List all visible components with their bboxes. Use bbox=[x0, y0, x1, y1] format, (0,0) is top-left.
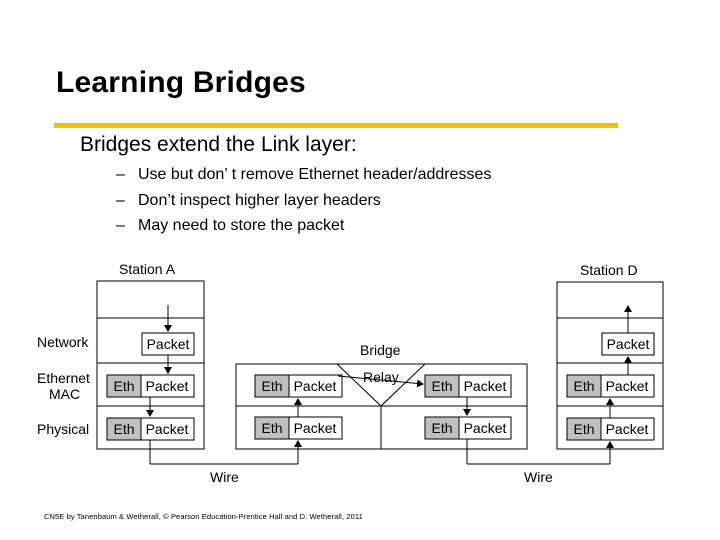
packet-label: Packet bbox=[147, 336, 190, 352]
bridge-left-mac-frame: Eth Packet bbox=[254, 374, 343, 398]
packet-label: Packet bbox=[606, 378, 649, 394]
station-d-phy-frame: Eth Packet bbox=[566, 417, 655, 441]
slide-title: Learning Bridges bbox=[56, 66, 306, 99]
flow-arrows bbox=[146, 305, 632, 465]
eth-label: Eth bbox=[431, 378, 452, 394]
station-a-label: Station A bbox=[119, 261, 176, 277]
packet-boxes: Packet Eth Packet Eth Packet Eth Packet … bbox=[106, 332, 655, 441]
packet-label: Packet bbox=[146, 378, 189, 394]
layer-label-ethernet: Ethernet bbox=[37, 370, 90, 386]
packet-label: Packet bbox=[607, 336, 650, 352]
station-d-label: Station D bbox=[580, 262, 638, 278]
eth-label: Eth bbox=[261, 378, 282, 394]
sub-bullet-text: Use but don’ t remove Ethernet header/ad… bbox=[138, 166, 492, 183]
layer-label-network: Network bbox=[37, 334, 89, 350]
eth-label: Eth bbox=[113, 378, 134, 394]
eth-label: Eth bbox=[431, 420, 452, 436]
station-a-phy-frame: Eth Packet bbox=[106, 417, 195, 441]
packet-label: Packet bbox=[464, 420, 507, 436]
main-bullet: Bridges extend the Link layer: bbox=[80, 133, 357, 156]
dash-marker: – bbox=[116, 217, 125, 234]
wire-label-left: Wire bbox=[210, 469, 239, 485]
station-a-network-packet: Packet bbox=[141, 332, 195, 356]
packet-label: Packet bbox=[294, 378, 337, 394]
relay-label: Relay bbox=[363, 369, 399, 385]
packet-label: Packet bbox=[464, 378, 507, 394]
packet-label: Packet bbox=[606, 421, 649, 437]
arrow-relay bbox=[337, 375, 424, 388]
wire-label-right: Wire bbox=[524, 469, 553, 485]
eth-label: Eth bbox=[261, 420, 282, 436]
bridge-right-phy-frame: Eth Packet bbox=[424, 416, 512, 440]
bridge-label: Bridge bbox=[360, 342, 401, 358]
title-underline bbox=[54, 123, 618, 128]
sub-bullet-3: –May need to store the packet bbox=[116, 217, 344, 235]
eth-label: Eth bbox=[113, 421, 134, 437]
layer-label-physical: Physical bbox=[37, 421, 89, 437]
packet-label: Packet bbox=[294, 420, 337, 436]
packet-label: Packet bbox=[146, 421, 189, 437]
bridge-right-mac-frame: Eth Packet bbox=[424, 374, 512, 398]
sub-bullet-2: –Don’t inspect higher layer headers bbox=[116, 192, 381, 210]
bridge-box bbox=[235, 363, 528, 450]
footer-credit: CN5E by Tanenbaum & Wetherall, © Pearson… bbox=[44, 512, 363, 521]
station-d-mac-frame: Eth Packet bbox=[566, 374, 655, 398]
dash-marker: – bbox=[116, 166, 125, 183]
eth-label: Eth bbox=[573, 421, 594, 437]
sub-bullet-text: Don’t inspect higher layer headers bbox=[138, 192, 381, 209]
sub-bullet-1: –Use but don’ t remove Ethernet header/a… bbox=[116, 166, 491, 184]
bridge-left-phy-frame: Eth Packet bbox=[254, 416, 343, 440]
dash-marker: – bbox=[116, 192, 125, 209]
eth-label: Eth bbox=[573, 378, 594, 394]
sub-bullet-text: May need to store the packet bbox=[138, 217, 345, 234]
layer-label-mac: MAC bbox=[49, 386, 80, 402]
station-a-mac-frame: Eth Packet bbox=[106, 374, 195, 398]
station-d-network-packet: Packet bbox=[601, 332, 655, 356]
